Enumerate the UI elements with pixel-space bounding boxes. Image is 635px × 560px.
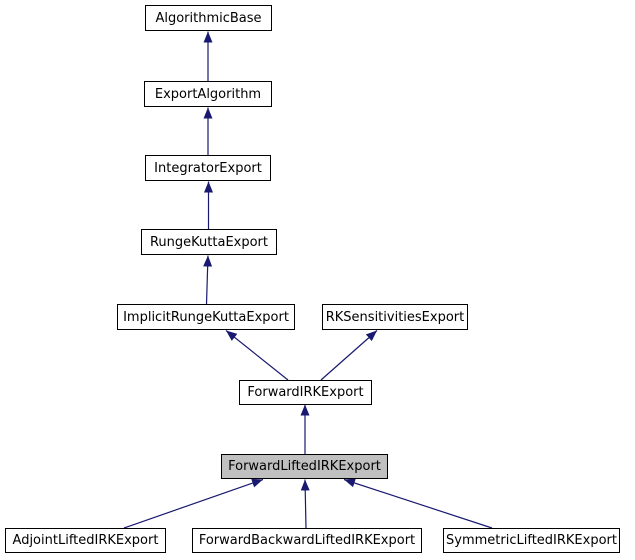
node-label: ExportAlgorithm	[154, 86, 262, 102]
node-label: ForwardIRKExport	[247, 385, 364, 400]
node-algorithmic-base[interactable]: AlgorithmicBase	[145, 5, 272, 31]
node-adjoint-lifted-irk-export[interactable]: AdjointLiftedIRKExport	[5, 528, 166, 553]
edge-forwardbackwardlifted-to-forwardlifted	[300, 479, 310, 529]
edge-forwardirk-to-implicitrungekutta	[225, 330, 289, 381]
node-label: ForwardBackwardLiftedIRKExport	[198, 533, 416, 548]
edge-symmetriclifted-to-forwardlifted	[343, 478, 493, 529]
node-export-algorithm[interactable]: ExportAlgorithm	[144, 81, 272, 107]
node-integrator-export[interactable]: IntegratorExport	[145, 155, 271, 181]
node-label: SymmetricLiftedIRKExport	[446, 533, 617, 548]
edge-implicitrungekutta-to-rungekuttaexport	[203, 255, 213, 305]
node-label: RungeKuttaExport	[149, 234, 268, 250]
node-label: AlgorithmicBase	[155, 10, 262, 26]
edge-adjointlifted-to-forwardlifted	[123, 478, 264, 529]
node-runge-kutta-export[interactable]: RungeKuttaExport	[141, 229, 277, 255]
node-label: IntegratorExport	[154, 160, 262, 176]
node-label: ImplicitRungeKuttaExport	[123, 309, 289, 325]
node-label: RKSensitivitiesExport	[325, 309, 465, 325]
node-rk-sensitivities-export[interactable]: RKSensitivitiesExport	[322, 304, 468, 330]
node-label: AdjointLiftedIRKExport	[12, 533, 159, 548]
node-forward-backward-lifted-irk-export[interactable]: ForwardBackwardLiftedIRKExport	[192, 528, 422, 553]
node-symmetric-lifted-irk-export[interactable]: SymmetricLiftedIRKExport	[443, 528, 620, 553]
node-implicit-runge-kutta-export[interactable]: ImplicitRungeKuttaExport	[117, 304, 295, 330]
node-forward-irk-export[interactable]: ForwardIRKExport	[239, 380, 372, 405]
node-forward-lifted-irk-export-current: ForwardLiftedIRKExport	[221, 454, 388, 479]
node-label: ForwardLiftedIRKExport	[228, 459, 381, 474]
edge-forwardirk-to-rksensitivities	[320, 330, 378, 381]
